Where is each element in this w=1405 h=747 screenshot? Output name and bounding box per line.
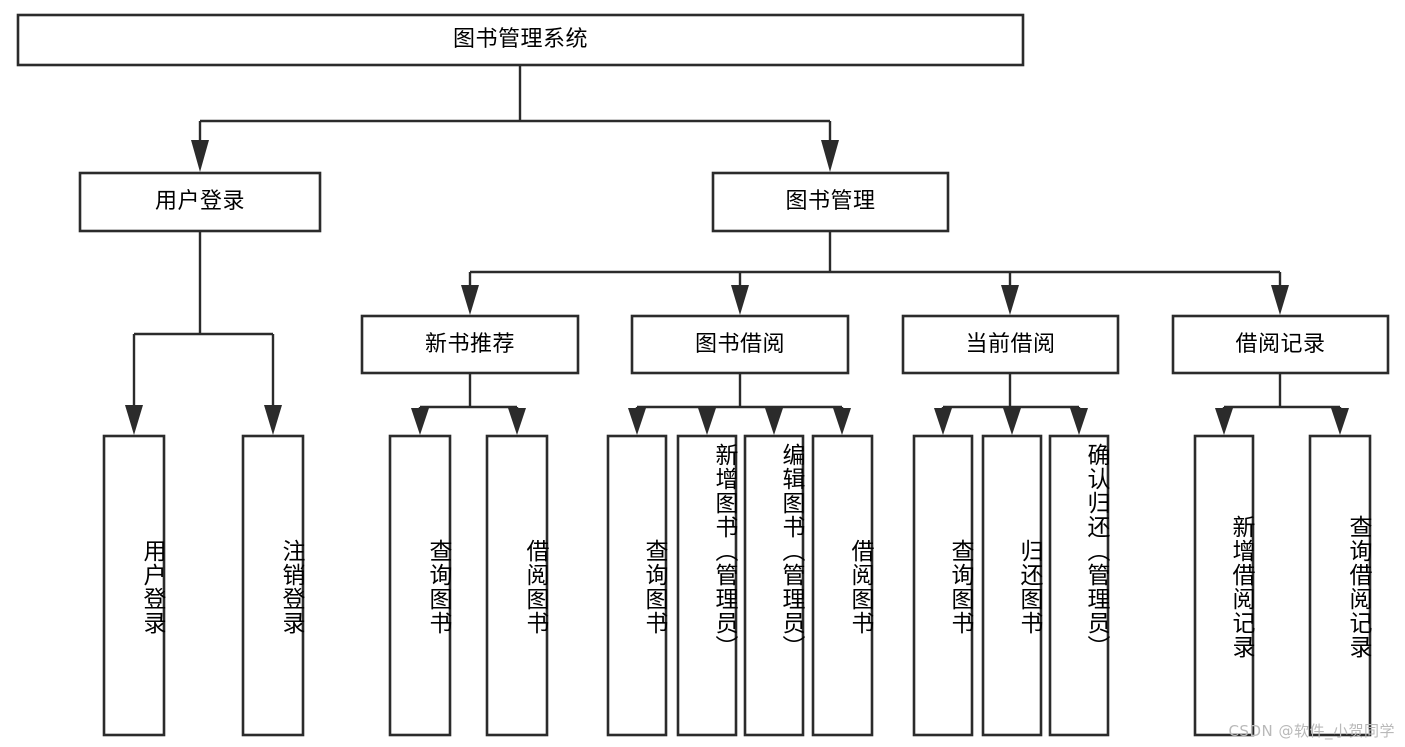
arrowhead-user-login bbox=[191, 140, 209, 172]
arrowhead-leaf-add-book-admin bbox=[698, 408, 716, 435]
node-box-leaf-return-book[interactable] bbox=[981, 434, 1043, 737]
node-box-leaf-edit-book-admin[interactable] bbox=[743, 434, 805, 737]
node-box-leaf-query-book-borrow[interactable] bbox=[606, 434, 668, 737]
node-box-new-book-recommend[interactable] bbox=[360, 314, 580, 375]
arrowhead-leaf-borrow-book bbox=[833, 408, 851, 435]
arrowhead-leaf-logout bbox=[264, 405, 282, 435]
node-box-borrow-record[interactable] bbox=[1171, 314, 1390, 375]
node-box-user-login[interactable] bbox=[78, 171, 322, 233]
node-box-book-manage[interactable] bbox=[711, 171, 950, 233]
arrowhead-book-manage bbox=[821, 140, 839, 172]
arrowhead-leaf-return-book bbox=[1003, 408, 1021, 435]
arrowhead-leaf-query-book-recommend bbox=[411, 408, 429, 435]
node-box-leaf-borrow-book[interactable] bbox=[811, 434, 874, 737]
arrowhead-leaf-borrow-book-recommend bbox=[508, 408, 526, 435]
arrowhead-leaf-edit-book-admin bbox=[765, 408, 783, 435]
arrowhead-book-borrow bbox=[731, 285, 749, 315]
arrowhead-leaf-query-book-current bbox=[934, 408, 952, 435]
arrowhead-leaf-query-book-borrow bbox=[628, 408, 646, 435]
node-box-leaf-logout[interactable] bbox=[241, 434, 305, 737]
arrowhead-leaf-confirm-return-admin bbox=[1070, 408, 1088, 435]
node-box-root[interactable] bbox=[16, 13, 1025, 67]
node-box-book-borrow[interactable] bbox=[630, 314, 850, 375]
node-box-leaf-add-book-admin[interactable] bbox=[676, 434, 738, 737]
node-box-current-borrow[interactable] bbox=[901, 314, 1120, 375]
arrowhead-leaf-user-login bbox=[125, 405, 143, 435]
node-box-leaf-borrow-book-recommend[interactable] bbox=[485, 434, 549, 737]
arrowhead-borrow-record bbox=[1271, 285, 1289, 315]
node-box-leaf-confirm-return-admin[interactable] bbox=[1048, 434, 1110, 737]
node-box-leaf-add-borrow-record[interactable] bbox=[1193, 434, 1255, 737]
node-box-leaf-user-login[interactable] bbox=[102, 434, 166, 737]
arrowhead-leaf-query-borrow-record bbox=[1331, 408, 1349, 435]
node-box-leaf-query-borrow-record[interactable] bbox=[1308, 434, 1372, 737]
node-box-leaf-query-book-recommend[interactable] bbox=[388, 434, 452, 737]
node-box-leaf-query-book-current[interactable] bbox=[912, 434, 974, 737]
csdn-watermark: CSDN @软件_小贺同学 bbox=[1228, 722, 1395, 740]
arrowhead-current-borrow bbox=[1001, 285, 1019, 315]
arrowhead-leaf-add-borrow-record bbox=[1215, 408, 1233, 435]
arrowhead-new-book-recommend bbox=[461, 285, 479, 315]
